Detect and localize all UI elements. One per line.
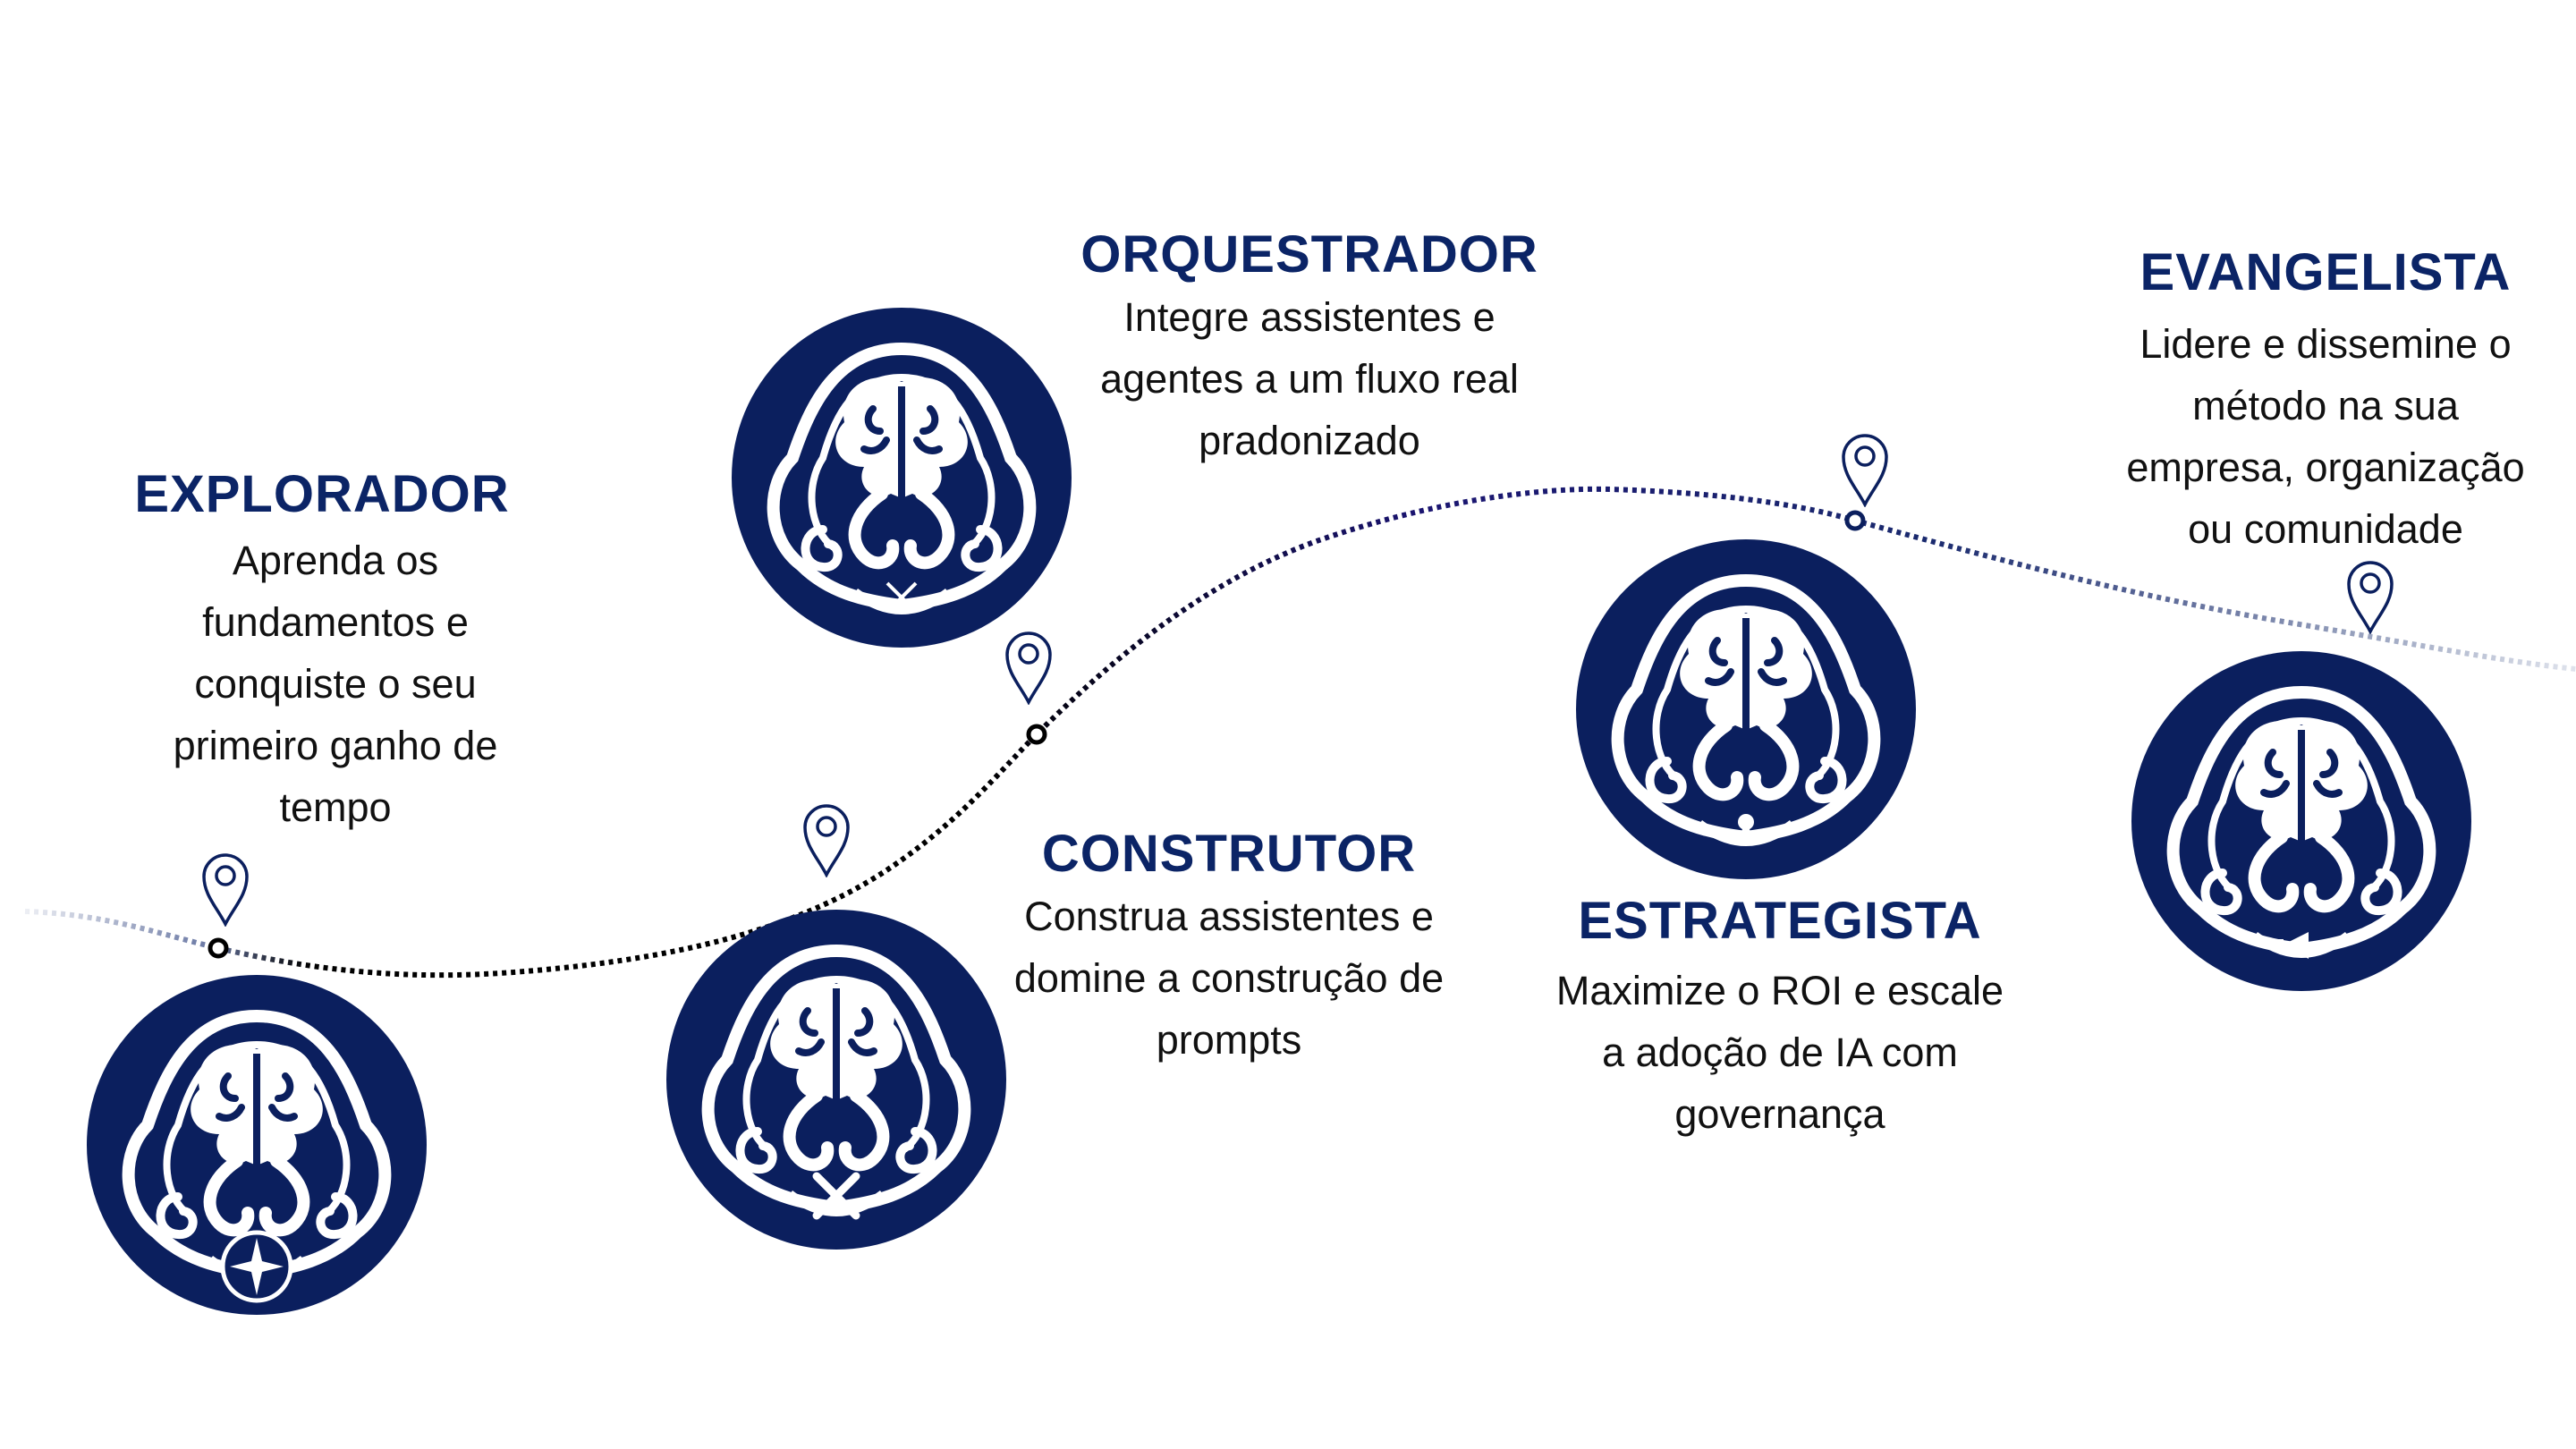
milestone-dot bbox=[1844, 510, 1866, 531]
stage-orquestrador: ORQUESTRADOR Integre assistentes e agent… bbox=[1080, 224, 1538, 471]
stage-description: Construa assistentes e domine a construç… bbox=[1014, 886, 1444, 1071]
description-line: prompts bbox=[1156, 1017, 1302, 1063]
description-line: pradonizado bbox=[1199, 418, 1420, 463]
description-line: Maximize o ROI e escale bbox=[1555, 968, 2004, 1013]
milestone-dot bbox=[1026, 724, 1047, 745]
estrategista-emblem-chess-icon bbox=[1574, 538, 1918, 881]
description-line: a adoção de IA com bbox=[1602, 1030, 1958, 1075]
description-line: método na sua bbox=[2192, 383, 2459, 428]
journey-curve bbox=[24, 486, 2576, 979]
description-line: Construa assistentes e bbox=[1024, 894, 1434, 939]
description-line: agentes a um fluxo real bbox=[1100, 356, 1519, 402]
description-line: ou comunidade bbox=[2188, 506, 2463, 552]
explorador-emblem-compass-icon bbox=[85, 973, 428, 1317]
stage-construtor: CONSTRUTOR Construa assistentes e domine… bbox=[1014, 823, 1444, 1071]
description-line: fundamentos e bbox=[202, 599, 469, 645]
location-pin-icon bbox=[202, 853, 249, 926]
milestone-dot bbox=[208, 937, 229, 959]
stage-description: Aprenda os fundamentos e conquiste o seu… bbox=[161, 530, 509, 838]
location-pin-icon bbox=[2347, 561, 2394, 633]
description-line: Aprenda os bbox=[232, 538, 439, 583]
stage-title: ESTRATEGISTA bbox=[1578, 892, 1982, 950]
description-line: Integre assistentes e bbox=[1123, 294, 1496, 340]
stage-title: EXPLORADOR bbox=[134, 465, 510, 523]
location-pin-icon bbox=[803, 804, 850, 877]
orquestrador-emblem-baton-icon bbox=[730, 306, 1073, 649]
stage-title: CONSTRUTOR bbox=[1041, 825, 1417, 883]
stage-estrategista: ESTRATEGISTA Maximize o ROI e escale a a… bbox=[1556, 890, 2004, 1145]
description-line: Lidere e dissemine o bbox=[2140, 321, 2512, 367]
description-line: domine a construção de bbox=[1013, 955, 1445, 1001]
stage-description: Maximize o ROI e escale a adoção de IA c… bbox=[1556, 960, 2004, 1145]
evangelista-emblem-megaphone-icon bbox=[2130, 649, 2473, 993]
description-line: tempo bbox=[279, 784, 392, 830]
stage-title: EVANGELISTA bbox=[2140, 243, 2512, 301]
stage-description: Integre assistentes e agentes a um fluxo… bbox=[1080, 286, 1538, 471]
stage-explorador: EXPLORADOR Aprenda os fundamentos e conq… bbox=[134, 463, 509, 838]
stage-evangelista: EVANGELISTA Lidere e dissemine o método … bbox=[2126, 242, 2524, 560]
description-line: primeiro ganho de bbox=[173, 723, 498, 768]
description-line: conquiste o seu bbox=[194, 661, 477, 707]
stage-description: Lidere e dissemine o método na sua empre… bbox=[2126, 313, 2524, 560]
stage-title: ORQUESTRADOR bbox=[1080, 225, 1538, 284]
construtor-emblem-wrench-icon bbox=[665, 908, 1008, 1251]
description-line: governança bbox=[1674, 1091, 1885, 1137]
description-line: empresa, organização bbox=[2126, 445, 2525, 490]
location-pin-icon bbox=[1842, 434, 1888, 506]
